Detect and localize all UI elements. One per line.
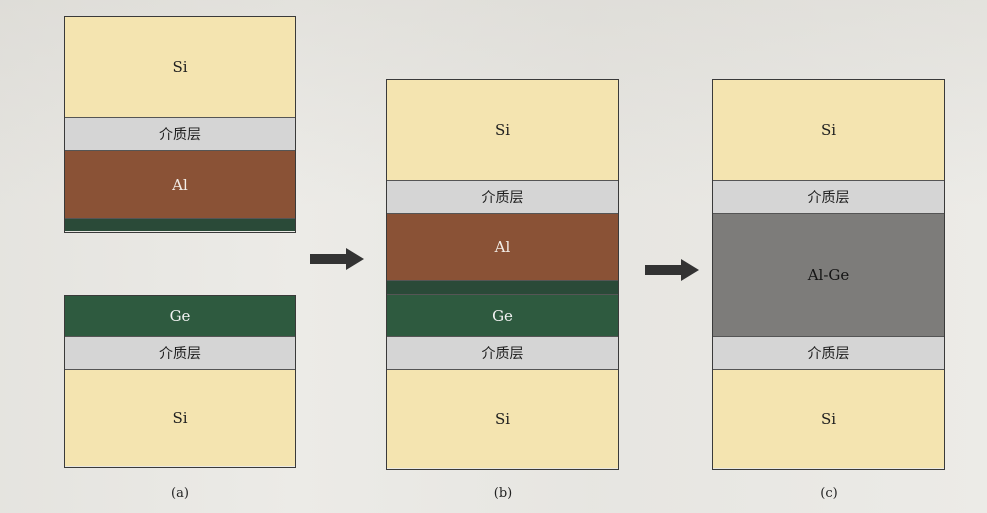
dielectric-label: 介质层 bbox=[807, 190, 850, 206]
si-layer: Si bbox=[713, 80, 944, 181]
panel-c-caption: (c) bbox=[820, 486, 838, 501]
ge-label: Ge bbox=[492, 306, 513, 325]
al-layer: Al bbox=[65, 151, 295, 219]
si-layer: Si bbox=[387, 370, 618, 468]
dielectric-layer: 介质层 bbox=[387, 181, 618, 214]
al-label: Al bbox=[494, 238, 511, 256]
panel-a-top-wafer: Si 介质层 Al bbox=[64, 16, 296, 233]
al-ge-label: Al-Ge bbox=[807, 266, 850, 284]
al-layer: Al bbox=[387, 214, 618, 281]
arrow-right-icon bbox=[645, 259, 699, 281]
al-ge-alloy-layer: Al-Ge bbox=[713, 214, 944, 337]
si-label: Si bbox=[494, 410, 511, 428]
dielectric-label: 介质层 bbox=[159, 127, 201, 143]
panel-b-bonded-stack: Si 介质层 Al Ge 介质层 Si bbox=[386, 79, 619, 470]
dielectric-layer: 介质层 bbox=[387, 337, 618, 370]
si-layer: Si bbox=[713, 370, 944, 468]
si-layer: Si bbox=[387, 80, 618, 181]
si-label: Si bbox=[820, 121, 837, 139]
dielectric-layer: 介质层 bbox=[713, 337, 944, 370]
panel-b-caption: (b) bbox=[493, 486, 513, 501]
dielectric-layer: 介质层 bbox=[65, 118, 295, 151]
si-label: Si bbox=[172, 409, 188, 427]
arrow-right-icon bbox=[310, 248, 364, 270]
si-label: Si bbox=[820, 410, 837, 428]
dielectric-label: 介质层 bbox=[481, 346, 524, 362]
thin-ge-layer bbox=[65, 219, 295, 231]
dielectric-label: 介质层 bbox=[807, 346, 850, 362]
ge-layer: Ge bbox=[65, 296, 295, 337]
si-layer: Si bbox=[65, 370, 295, 466]
panel-a-bottom-wafer: Ge 介质层 Si bbox=[64, 295, 296, 468]
dielectric-label: 介质层 bbox=[159, 346, 201, 362]
panel-c-alloyed-stack: Si 介质层 Al-Ge 介质层 Si bbox=[712, 79, 945, 470]
dielectric-label: 介质层 bbox=[481, 190, 524, 206]
panel-a-caption: (a) bbox=[171, 486, 189, 501]
dielectric-layer: 介质层 bbox=[65, 337, 295, 370]
si-label: Si bbox=[494, 121, 511, 139]
al-label: Al bbox=[172, 175, 188, 194]
dielectric-layer: 介质层 bbox=[713, 181, 944, 214]
ge-label: Ge bbox=[169, 307, 191, 325]
thin-ge-layer bbox=[387, 281, 618, 295]
ge-layer: Ge bbox=[387, 295, 618, 337]
si-label: Si bbox=[172, 58, 188, 76]
si-layer: Si bbox=[65, 17, 295, 118]
